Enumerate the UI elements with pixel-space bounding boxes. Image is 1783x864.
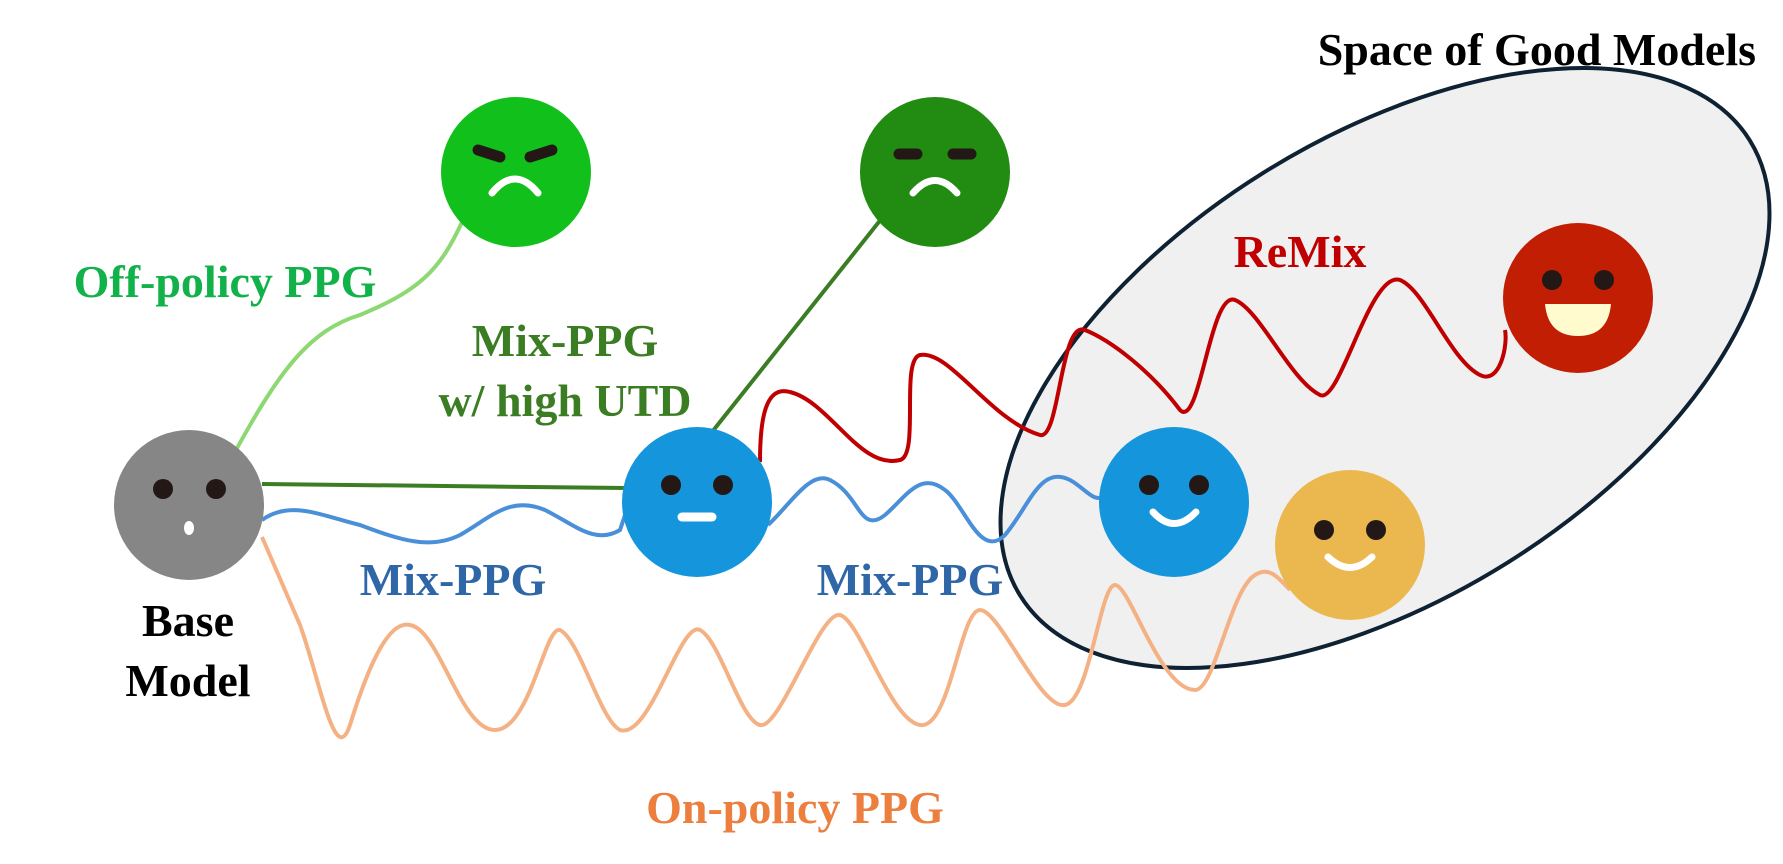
off-policy-left-brow [472,144,506,163]
base-mouth [184,521,194,535]
mix-high-utd-label-line1: Mix-PPG [472,315,659,366]
mix-high-utd-path-straight [261,482,627,490]
base-model-label-line1: Base [142,595,234,646]
mix-ppg-label-1: Mix-PPG [360,554,547,605]
mix-high-utd-label-line2: w/ high UTD [438,375,691,426]
off-policy-path [234,221,464,451]
remix-right-eye [1594,270,1614,290]
off-policy-right-brow [524,144,558,163]
good-models-title: Space of Good Models [1318,24,1756,75]
base-model-face [114,430,264,580]
on-policy-label: On-policy PPG [646,782,944,833]
on-policy-final-face [1275,470,1425,620]
intermediate-right-eye [713,475,733,495]
mix-ppg-final-face [1099,427,1249,577]
mix-final-mouth [1149,508,1200,527]
mix-ppg-path-2 [766,474,1107,544]
mix-ppg-label-2: Mix-PPG [817,554,1004,605]
remix-final-face [1503,223,1653,373]
mix-ppg-path-1 [260,503,627,545]
on-policy-mouth [1324,553,1376,571]
mix-high-utd-mouth [909,177,961,197]
mix-high-utd-path-diagonal [710,216,884,434]
base-left-eye [153,479,173,499]
on-policy-path [260,536,1292,740]
mix-ppg-intermediate-face [622,427,772,577]
mix-high-utd-face [860,97,1010,247]
mix-final-right-eye [1189,475,1209,495]
mix-final-left-eye [1139,475,1159,495]
remix-mouth [1545,304,1611,336]
base-model-label-line2: Model [125,655,250,706]
remix-label: ReMix [1234,226,1367,277]
on-policy-right-eye [1366,520,1386,540]
remix-left-eye [1542,270,1562,290]
off-policy-label: Off-policy PPG [74,256,377,307]
off-policy-face [441,97,591,247]
on-policy-left-eye [1314,520,1334,540]
base-right-eye [206,479,226,499]
remix-path [758,277,1508,463]
off-policy-mouth [488,175,542,197]
intermediate-left-eye [661,475,681,495]
